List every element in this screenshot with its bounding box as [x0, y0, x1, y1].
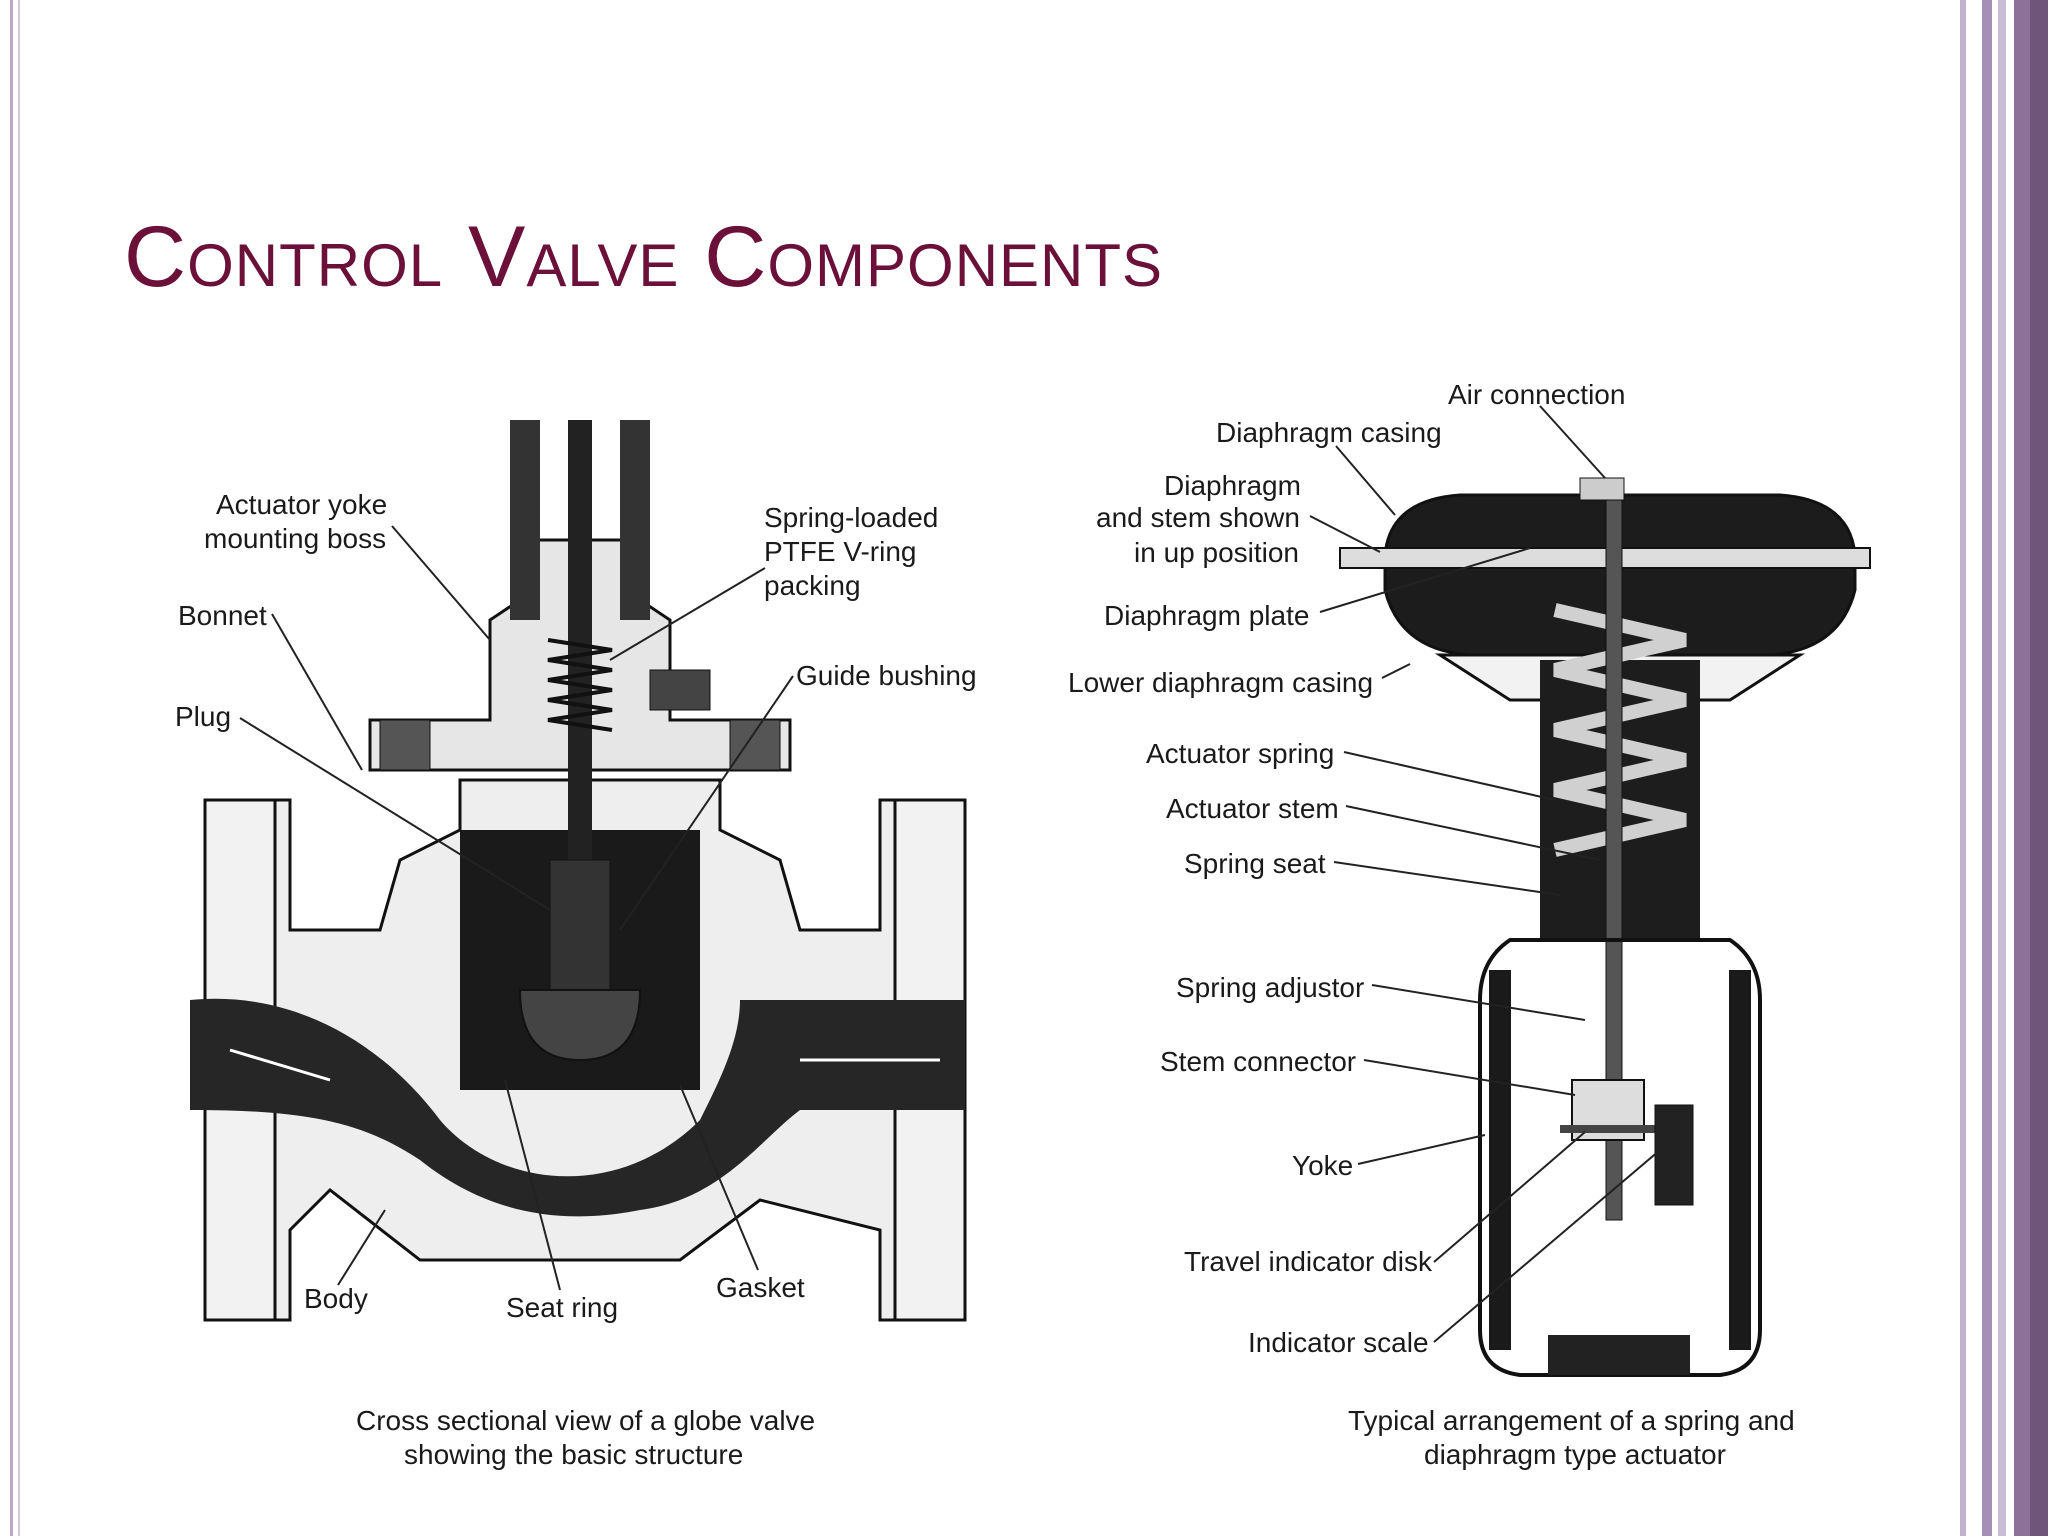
label-lower-casing: Lower diaphragm casing [1068, 667, 1373, 698]
label-diaphragm-stem-3: in up position [1134, 537, 1299, 568]
label-air-connection: Air connection [1448, 379, 1625, 410]
left-labels: Actuator yoke mounting boss Bonnet Plug … [175, 489, 977, 1323]
travel-indicator-disk [1560, 1125, 1656, 1133]
label-packing-1: Spring-loaded [764, 502, 938, 533]
label-guide-bushing: Guide bushing [796, 660, 977, 691]
nut-left [379, 719, 431, 771]
right-border-stripe [1960, 0, 1966, 1536]
casing-flange [1339, 547, 1871, 569]
right-border-band-dark [2030, 0, 2048, 1536]
label-bonnet: Bonnet [178, 600, 267, 631]
left-caption-line-1: Cross sectional view of a globe valve [356, 1405, 815, 1436]
valve-plug [549, 859, 611, 991]
right-labels: Air connection Diaphragm casing Diaphrag… [1068, 379, 1625, 1358]
label-yoke: Yoke [1292, 1150, 1353, 1181]
label-gasket: Gasket [716, 1272, 805, 1303]
label-indicator-scale: Indicator scale [1248, 1327, 1429, 1358]
nut-right [729, 719, 781, 771]
right-caption-line-1: Typical arrangement of a spring and [1348, 1405, 1795, 1436]
label-stem-connector: Stem connector [1160, 1046, 1356, 1077]
right-caption-line-2: diaphragm type actuator [1424, 1439, 1726, 1470]
flow-passage [190, 998, 965, 1217]
packing-spring [547, 638, 613, 732]
label-plug: Plug [175, 701, 231, 732]
label-body: Body [304, 1283, 368, 1314]
label-seat-ring: Seat ring [506, 1292, 618, 1323]
bonnet-stud-left [510, 420, 540, 620]
label-packing-3: packing [764, 570, 861, 601]
actuator-stem [1605, 499, 1623, 1221]
label-actuator-yoke-1: Actuator yoke [216, 489, 387, 520]
label-actuator-spring: Actuator spring [1146, 738, 1334, 769]
label-packing-2: PTFE V-ring [764, 536, 916, 567]
label-diaphragm-casing: Diaphragm casing [1216, 417, 1442, 448]
label-diaphragm-stem-2: and stem shown [1096, 502, 1300, 533]
slide-title: Control Valve Components [124, 209, 1164, 305]
label-actuator-yoke-2: mounting boss [204, 523, 386, 554]
yoke [1478, 938, 1762, 1377]
indicator-scale [1654, 1104, 1694, 1206]
left-border-line [10, 0, 13, 1536]
label-diaphragm-plate: Diaphragm plate [1104, 600, 1309, 631]
flow-arrow [229, 1048, 331, 1082]
right-leader-lines [1309, 405, 1661, 1343]
actuator-illustration [1339, 477, 1871, 1377]
bonnet-stud-right [620, 420, 650, 620]
air-connection [1579, 477, 1625, 501]
label-actuator-stem: Actuator stem [1166, 793, 1339, 824]
right-border-stripe [1998, 0, 2006, 1536]
label-diaphragm-stem-1: Diaphragm [1164, 470, 1301, 501]
left-caption-line-2: showing the basic structure [404, 1439, 743, 1470]
globe-valve-illustration [190, 420, 967, 1322]
label-travel-indicator: Travel indicator disk [1184, 1246, 1433, 1277]
plug-head [518, 989, 642, 1062]
label-spring-adjustor: Spring adjustor [1176, 972, 1364, 1003]
label-spring-seat: Spring seat [1184, 848, 1326, 879]
side-bolt [649, 669, 711, 711]
left-border-line-inner [18, 0, 20, 1536]
yoke-base [1548, 1335, 1690, 1375]
right-border-stripe [1982, 0, 1992, 1536]
actuator-spring [1553, 603, 1687, 857]
left-leader-lines [239, 525, 794, 1291]
